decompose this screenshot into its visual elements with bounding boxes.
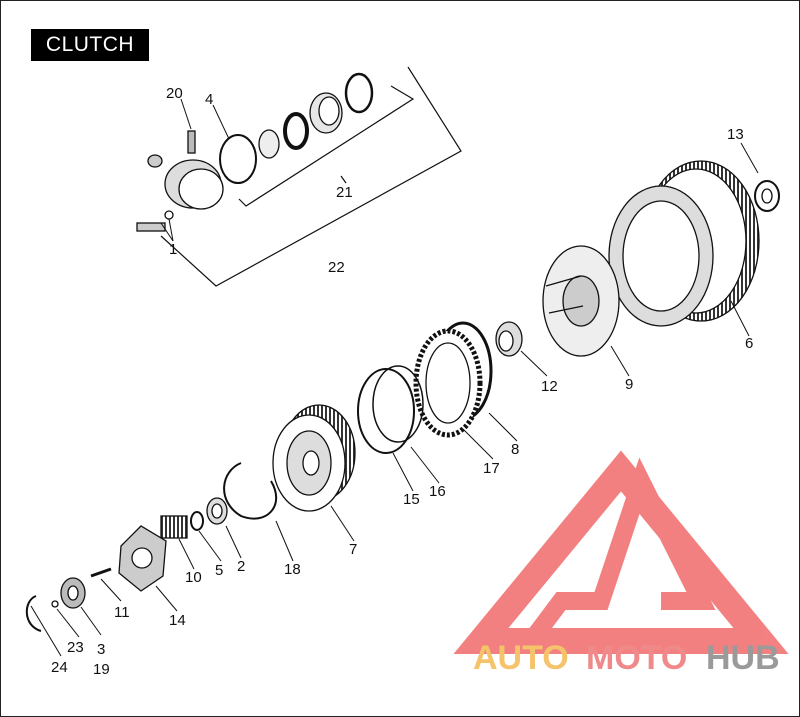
small-parts — [160, 497, 228, 539]
watermark-text: AUTO MOTO HUB — [473, 639, 780, 677]
callout-22: 22 — [328, 259, 345, 276]
callout-19: 19 — [93, 661, 110, 678]
callout-3: 3 — [97, 641, 105, 658]
callout-7: 7 — [349, 541, 357, 558]
callout-15: 15 — [403, 491, 420, 508]
callout-6: 6 — [745, 335, 753, 352]
callout-8: 8 — [511, 441, 519, 458]
callout-24: 24 — [51, 659, 68, 676]
clutch-basket — [608, 160, 780, 327]
diagram-title: CLUTCH — [31, 29, 149, 61]
callout-1: 1 — [169, 241, 177, 258]
release-cylinder-assembly — [136, 72, 374, 232]
callout-9: 9 — [625, 376, 633, 393]
adjusting-screw-parts — [25, 577, 86, 632]
bracket-lines — [160, 66, 462, 287]
adjuster-plate — [90, 525, 167, 592]
callout-13: 13 — [727, 126, 744, 143]
callout-14: 14 — [169, 612, 186, 629]
watermark-auto: AUTO — [473, 639, 569, 677]
callout-16: 16 — [429, 483, 446, 500]
watermark-logo — [453, 450, 789, 654]
watermark-hub: HUB — [706, 639, 780, 677]
watermark-moto: MOTO — [586, 639, 687, 677]
pressure-plate — [272, 404, 356, 512]
callout-5: 5 — [215, 562, 223, 579]
leader-lines — [30, 98, 759, 657]
callout-20: 20 — [166, 85, 183, 102]
callout-10: 10 — [185, 569, 202, 586]
callout-17: 17 — [483, 460, 500, 477]
callout-labels: 20 4 1 21 22 13 6 9 12 8 17 16 15 7 18 2… — [51, 85, 753, 678]
callout-21: 21 — [336, 184, 353, 201]
callout-4: 4 — [205, 91, 213, 108]
spring-rings — [357, 365, 424, 454]
callout-18: 18 — [284, 561, 301, 578]
callout-23: 23 — [67, 639, 84, 656]
callout-11: 11 — [114, 604, 130, 621]
clutch-plates — [413, 321, 493, 438]
callout-12: 12 — [541, 378, 558, 395]
retaining-ring — [223, 462, 278, 520]
clutch-hub — [495, 245, 620, 357]
callout-2: 2 — [237, 558, 245, 575]
